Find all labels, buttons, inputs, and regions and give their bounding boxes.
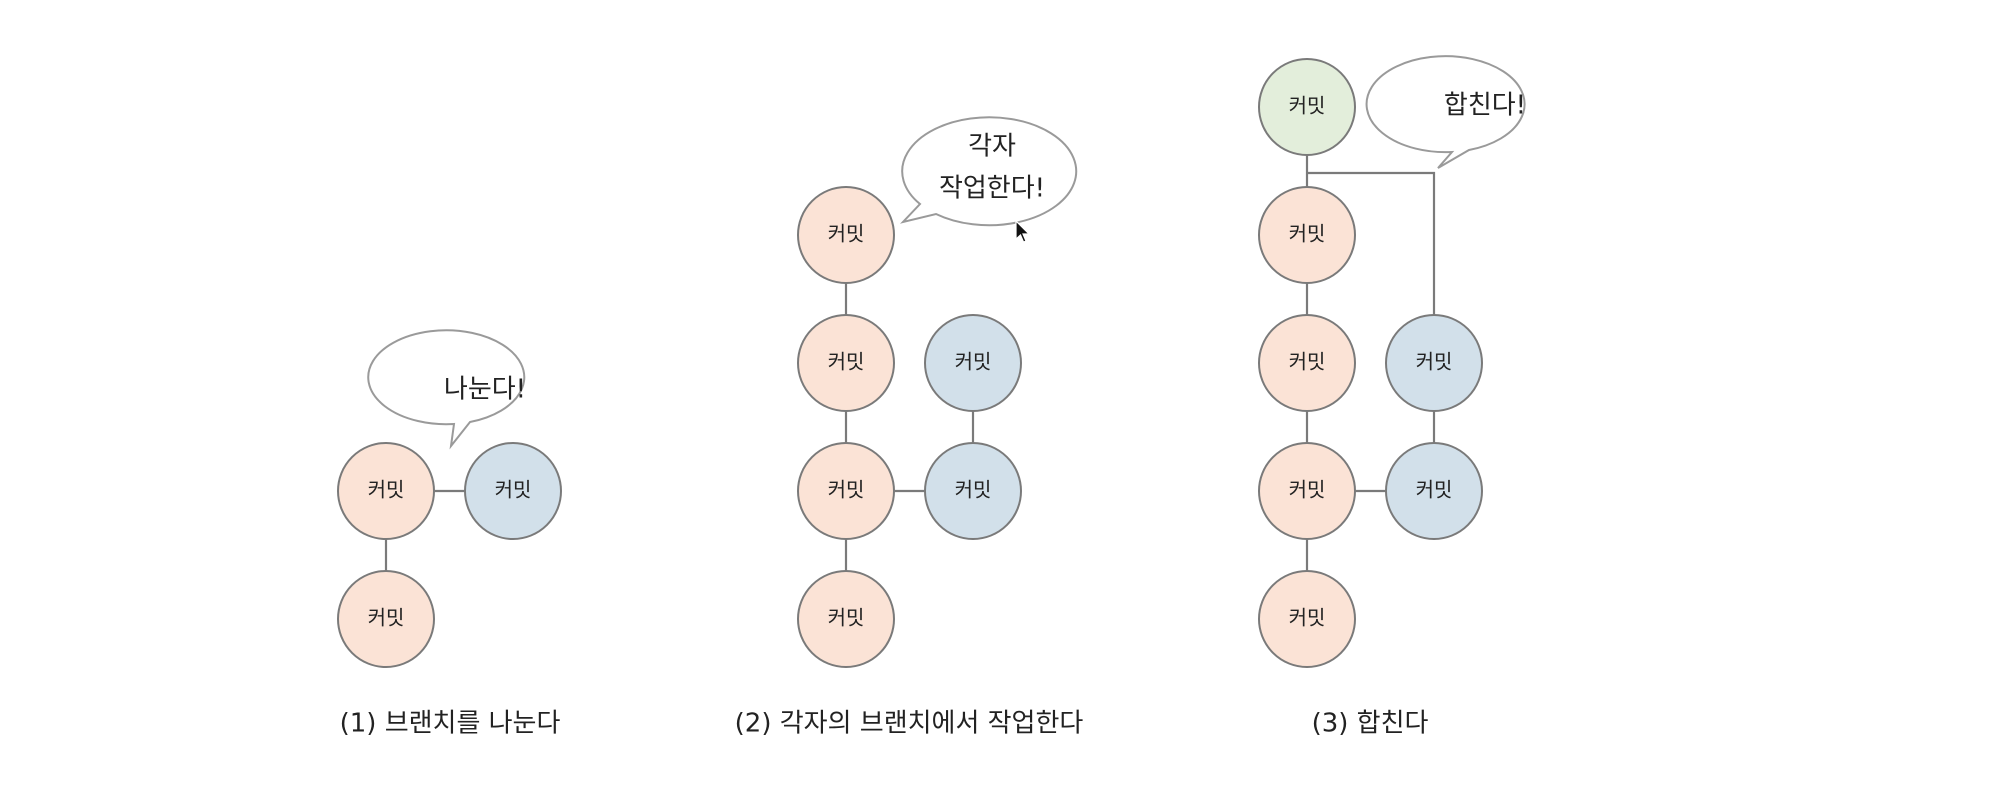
speech-bubble-text: 각자 <box>968 132 1016 162</box>
commit-node: 커밋 <box>797 314 895 412</box>
svg-text:커밋: 커밋 <box>1289 222 1326 246</box>
speech-bubble: 각자 작업한다! <box>899 116 1078 227</box>
merge-edge <box>1307 171 1436 315</box>
commit-node: 커밋 <box>924 314 1022 412</box>
svg-text:커밋: 커밋 <box>828 222 865 246</box>
speech-bubble-text: 나눈다! <box>444 375 526 405</box>
commit-node: 커밋 <box>337 570 435 668</box>
speech-bubble-text: 합친다! <box>1444 91 1526 121</box>
svg-text:커밋: 커밋 <box>955 478 992 502</box>
commit-node: 커밋 <box>1258 442 1356 540</box>
commit-node: 커밋 <box>924 442 1022 540</box>
svg-text:커밋: 커밋 <box>828 478 865 502</box>
svg-text:커밋: 커밋 <box>495 478 532 502</box>
svg-text:커밋: 커밋 <box>828 350 865 374</box>
commit-node: 커밋 <box>1258 314 1356 412</box>
svg-text:커밋: 커밋 <box>828 606 865 630</box>
panel-2-work-on-branches: 각자 작업한다! 커밋 커밋 커밋 커밋 커밋 커밋 (2) 각자의 브랜치에서… <box>735 116 1084 739</box>
svg-text:커밋: 커밋 <box>1416 478 1453 502</box>
panel-1-split-branch: 나눈다! 커밋 커밋 커밋 (1) 브랜치를 나눈다 <box>337 329 562 739</box>
commit-node: 커밋 <box>1258 186 1356 284</box>
svg-text:커밋: 커밋 <box>1289 94 1326 118</box>
speech-bubble-text: 작업한다! <box>939 174 1045 204</box>
svg-text:커밋: 커밋 <box>955 350 992 374</box>
svg-text:커밋: 커밋 <box>1289 478 1326 502</box>
commit-node: 커밋 <box>1385 314 1483 412</box>
speech-bubble: 합친다! <box>1365 55 1526 169</box>
panel-caption: (1) 브랜치를 나눈다 <box>340 709 561 739</box>
svg-text:커밋: 커밋 <box>1289 606 1326 630</box>
commit-node: 커밋 <box>1385 442 1483 540</box>
svg-text:커밋: 커밋 <box>368 478 405 502</box>
svg-text:커밋: 커밋 <box>368 606 405 630</box>
commit-node: 커밋 <box>464 442 562 540</box>
merge-commit-node: 커밋 <box>1258 58 1356 156</box>
commit-node: 커밋 <box>337 442 435 540</box>
commit-node: 커밋 <box>797 442 895 540</box>
commit-node: 커밋 <box>1258 570 1356 668</box>
speech-bubble: 나눈다! <box>367 329 526 450</box>
panel-3-merge: 합친다! 커밋 커밋 커밋 커밋 커밋 커밋 커밋 (3 <box>1258 55 1526 739</box>
svg-text:커밋: 커밋 <box>1416 350 1453 374</box>
commit-node: 커밋 <box>797 570 895 668</box>
svg-text:커밋: 커밋 <box>1289 350 1326 374</box>
panel-caption: (2) 각자의 브랜치에서 작업한다 <box>735 709 1084 739</box>
mouse-cursor-icon <box>1015 219 1031 243</box>
commit-node: 커밋 <box>797 186 895 284</box>
panel-caption: (3) 합친다 <box>1312 709 1429 739</box>
